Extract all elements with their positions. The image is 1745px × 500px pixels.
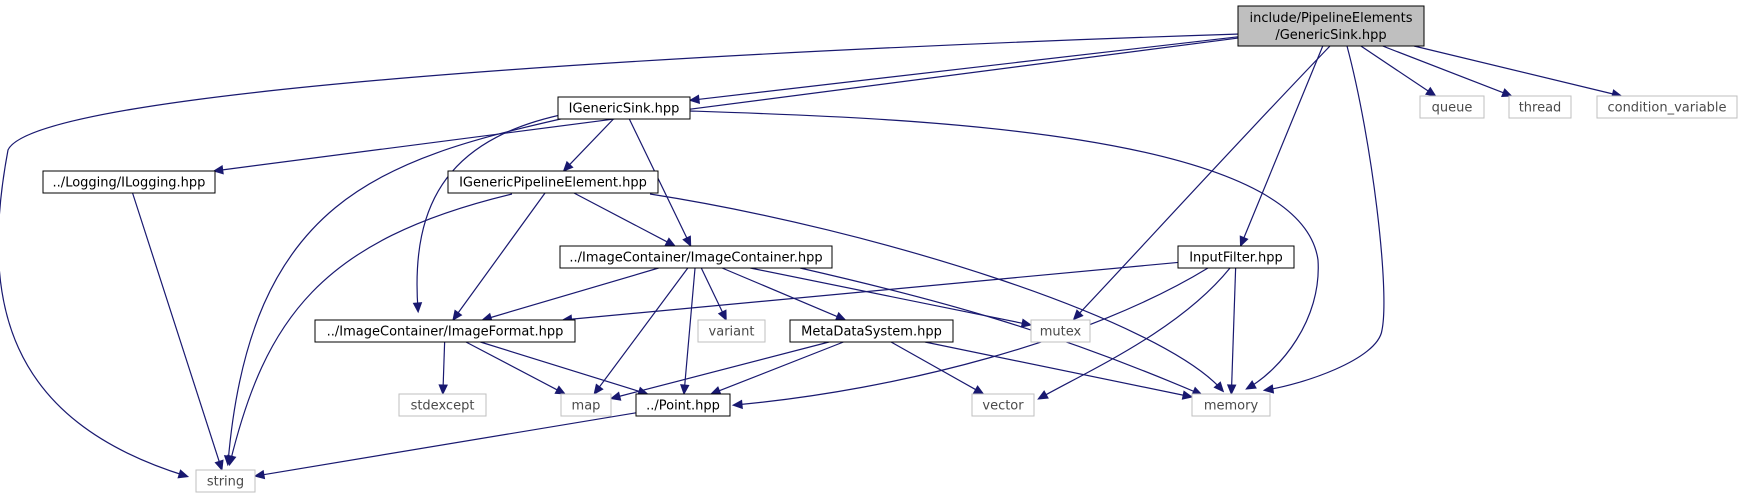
edge-ic-to-if — [481, 267, 659, 322]
node-thread-label: thread — [1519, 101, 1562, 116]
edge-if-to-point — [480, 341, 649, 396]
node-inf[interactable]: InputFilter.hpp — [1177, 245, 1295, 269]
node-ilog[interactable]: ../Logging/ILogging.hpp — [42, 170, 216, 194]
edge-root-to-memory — [1262, 45, 1385, 394]
node-ic-label: ../ImageContainer/ImageContainer.hpp — [569, 251, 822, 266]
edge-ilog-to-string — [131, 192, 224, 472]
edge-igs-to-if — [412, 111, 576, 314]
edge-igpe-to-memory — [649, 193, 1225, 393]
node-igpe[interactable]: IGenericPipelineElement.hpp — [447, 170, 659, 194]
edge-mds-to-vector — [890, 341, 985, 395]
node-map-label: map — [572, 399, 601, 414]
edge-mds-to-point — [709, 341, 844, 395]
edge-root-to-queue — [1360, 45, 1437, 97]
node-variant-label: variant — [709, 325, 755, 340]
node-queue-label: queue — [1432, 101, 1473, 116]
edge-ic-to-variant — [700, 267, 727, 322]
node-mds[interactable]: MetaDataSystem.hpp — [789, 319, 954, 343]
edge-inf-to-memory — [1226, 267, 1237, 396]
edge-if-to-stdexcept — [438, 341, 448, 396]
edge-root-to-thread — [1382, 45, 1513, 98]
node-ilog-label: ../Logging/ILogging.hpp — [53, 176, 206, 191]
node-root[interactable]: include/PipelineElements/GenericSink.hpp — [1237, 5, 1425, 47]
node-inf-label: InputFilter.hpp — [1189, 251, 1283, 266]
node-root-label: include/PipelineElements — [1250, 11, 1413, 26]
node-vector: vector — [971, 393, 1035, 417]
edge-ic-to-map — [593, 267, 689, 395]
edge-mds-to-map — [609, 341, 830, 401]
edge-mds-to-memory — [924, 341, 1194, 400]
node-point[interactable]: ../Point.hpp — [635, 393, 731, 417]
edge-if-to-map — [465, 341, 567, 395]
node-if-label: ../ImageContainer/ImageFormat.hpp — [327, 325, 564, 340]
node-variant: variant — [697, 319, 766, 343]
edge-igs-to-memory — [689, 110, 1319, 390]
node-memory: memory — [1191, 393, 1271, 417]
dependency-edges — [0, 33, 1623, 480]
edge-igs-to-igpe — [562, 118, 614, 172]
edge-igpe-to-string — [227, 193, 513, 467]
edge-ic-to-mds — [721, 267, 847, 321]
node-string-label: string — [207, 475, 244, 490]
edge-ic-to-point — [680, 267, 696, 396]
node-igpe-label: IGenericPipelineElement.hpp — [459, 176, 647, 191]
node-mutex: mutex — [1030, 319, 1091, 343]
edge-ic-to-mutex — [750, 267, 1033, 328]
edge-inf-to-vector — [1037, 267, 1231, 400]
edge-root-to-cv — [1413, 45, 1623, 99]
edge-root-to-igs — [688, 36, 1239, 104]
node-igs[interactable]: IGenericSink.hpp — [557, 96, 691, 120]
graph-nodes: include/PipelineElements/GenericSink.hpp… — [42, 5, 1738, 493]
node-stdexcept-label: stdexcept — [411, 399, 475, 414]
edge-igpe-to-ic — [573, 192, 677, 247]
edge-igpe-to-if — [452, 192, 546, 321]
node-mutex-label: mutex — [1040, 325, 1082, 340]
node-string: string — [195, 469, 256, 493]
node-memory-label: memory — [1204, 399, 1259, 414]
node-point-label: ../Point.hpp — [646, 399, 720, 414]
node-igs-label: IGenericSink.hpp — [569, 102, 680, 117]
node-if[interactable]: ../ImageContainer/ImageFormat.hpp — [314, 319, 576, 343]
node-thread: thread — [1508, 95, 1572, 119]
node-queue: queue — [1419, 95, 1485, 119]
edge-igs-to-string — [223, 117, 566, 467]
edge-root-to-mutex — [1072, 45, 1331, 321]
node-cv: condition_variable — [1596, 95, 1738, 119]
edge-root-to-ilog — [212, 37, 1239, 175]
edge-root-to-inf — [1239, 45, 1324, 248]
edge-point-to-string — [253, 412, 637, 480]
node-mds-label: MetaDataSystem.hpp — [801, 325, 942, 340]
node-map: map — [560, 393, 612, 417]
node-root-label: /GenericSink.hpp — [1275, 28, 1386, 43]
node-stdexcept: stdexcept — [398, 393, 487, 417]
node-ic[interactable]: ../ImageContainer/ImageContainer.hpp — [559, 245, 833, 269]
node-vector-label: vector — [982, 399, 1024, 414]
node-cv-label: condition_variable — [1607, 101, 1726, 116]
edge-root-to-string — [0, 33, 1241, 479]
edge-inf-to-point — [731, 267, 1209, 410]
